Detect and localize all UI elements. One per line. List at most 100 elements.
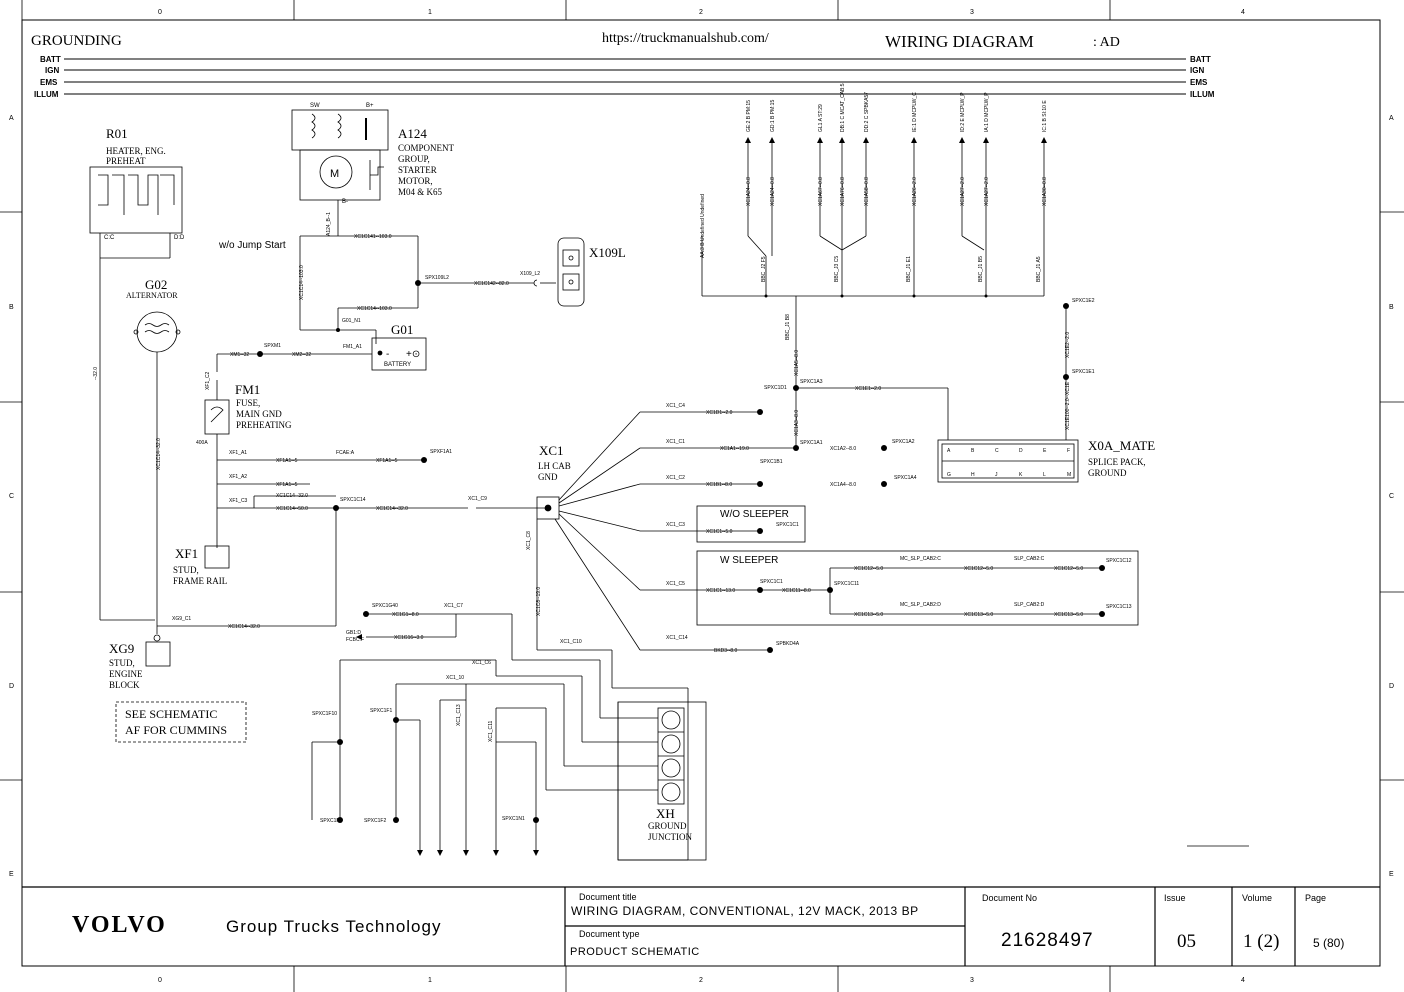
wire-xc1a5: XC1A5--8.0 — [794, 350, 800, 376]
top-signal-arrows: GE:2 B PM:15 GD:1 B PM:15 GL1 A ST:29 DB… — [700, 83, 1048, 298]
grid-col-1-bottom: 1 — [428, 977, 432, 984]
wire-xc1c5: XC1_C5 — [666, 581, 685, 587]
a124-bminus: B- — [342, 199, 348, 205]
x0a-pin-g: G — [947, 472, 951, 478]
xg9-stud[interactable] — [145, 634, 171, 667]
splice-spxc1n1: SPXC1N1 — [502, 816, 525, 822]
wire-xc1c14b: XC1C14--50.0 — [276, 506, 308, 512]
grid-row-b: B — [9, 304, 14, 311]
wire-xc1c13b: XC1C13--5.0 — [964, 612, 993, 618]
top-wire-5: XC1A26--2.0 — [912, 177, 918, 206]
top-splice-1: BBC_J3 C5 — [834, 256, 840, 282]
issue-value: 05 — [1177, 931, 1196, 952]
top-wire-7: XC1A27--2.0 — [984, 177, 990, 206]
top-splice-4: BBC_J1 A5 — [1036, 256, 1042, 282]
x0a-pin-h: H — [971, 472, 975, 478]
xg9-desc-2: ENGINE — [109, 669, 143, 679]
top-signal-5: IE:1 D MCPLW_C — [912, 92, 918, 132]
top-signal-2: GL1 A ST:29 — [818, 104, 824, 132]
g01-id: G01 — [391, 322, 413, 337]
x0a-id: X0A_MATE — [1088, 438, 1155, 453]
xg9-id: XG9 — [109, 641, 134, 656]
xg9-desc-1: STUD, — [109, 658, 135, 668]
top-signal-7: IA:1 D MCPLW_P — [984, 92, 990, 132]
xc1-cab-ground[interactable] — [536, 496, 560, 520]
splice-spxc1e2: SPXC1E2 — [1072, 298, 1095, 304]
wire-bkd3: BKD3--8.0 — [714, 648, 738, 654]
splice-spxm1: SPXM1 — [264, 343, 281, 349]
volume-value: 1 (2) — [1243, 931, 1280, 952]
rail-ems-label-right: EMS — [1190, 78, 1208, 87]
wire-xc1a1: XC1A1--19.0 — [720, 446, 749, 452]
grid-col-4-bottom: 4 — [1241, 977, 1245, 984]
splice-spxc1a2: SPXC1A2 — [892, 439, 915, 445]
wire-xf1c2: XF1_C2 — [205, 371, 211, 390]
r01-heater[interactable] — [89, 166, 183, 259]
xf1-desc-2: FRAME RAIL — [173, 576, 227, 586]
battery-plus: +⊙ — [406, 349, 420, 360]
grid-col-1: 1 — [428, 9, 432, 16]
splice-spxc1d1: SPXC1D1 — [764, 385, 787, 391]
jump-start-note: w/o Jump Start — [218, 240, 286, 251]
g02-alternator[interactable] — [133, 311, 181, 634]
x0a-mate-splice-pack[interactable] — [937, 439, 1079, 483]
wire-xc1c7: XC1_C7 — [444, 603, 463, 609]
wire-xc1c4: XC1_C4 — [666, 403, 685, 409]
xc1-id: XC1 — [539, 443, 564, 458]
grid-row-c-right: C — [1389, 493, 1394, 500]
grid-row-e-right: E — [1389, 871, 1394, 878]
a124-starter-motor[interactable] — [291, 109, 389, 218]
g02-id: G02 — [145, 277, 167, 292]
wire-xc1c14d: XC1C14--32.0 — [228, 624, 260, 630]
rail-ems-label: EMS — [40, 78, 58, 87]
wire-xc1a3: XC1A3--8.0 — [794, 410, 800, 436]
doc-type-label: Document type — [579, 929, 640, 939]
wire-xc1e100: XC1E100--2.0--XC1E — [1065, 381, 1071, 430]
x0a-pin-b: B — [971, 448, 975, 454]
xh-ground-junction[interactable] — [657, 707, 685, 805]
splice-spxc1a4: SPXC1A4 — [894, 475, 917, 481]
g01-n1-label: G01_N1 — [342, 318, 361, 324]
wo-sleeper-box — [696, 505, 806, 543]
fm1-fuse[interactable] — [204, 354, 230, 548]
xc1-fan-wires — [536, 411, 796, 861]
a124-desc-4: MOTOR, — [398, 176, 433, 186]
rail-illum-label: ILLUM — [34, 90, 59, 99]
xf1-stud[interactable] — [204, 545, 230, 569]
x109l-connector[interactable] — [557, 237, 585, 307]
xc1a-feed — [795, 296, 949, 448]
wire-xc1c3: XC1_C3 — [666, 522, 685, 528]
splice-spbkd4a: SPBKD4A — [776, 641, 800, 647]
a124-desc-1: COMPONENT — [398, 143, 455, 153]
x0a-pin-a: A — [947, 448, 951, 454]
grid-col-2: 2 — [699, 9, 703, 16]
source-url[interactable]: https://truckmanualshub.com/ — [602, 31, 769, 46]
wire-fcbc: FCBC:F — [346, 637, 364, 643]
g02-wire-label: XC1C14--32.0 — [156, 438, 162, 470]
wire-xc1g1: XC1G1--8.0 — [392, 612, 419, 618]
rail-ign-label-right: IGN — [1190, 66, 1204, 75]
wire-xf1a1w3: XF1A1--5 — [276, 482, 298, 488]
wire-xc1c10: XC1_C10 — [560, 639, 582, 645]
wire-xc1c1: XC1_C1 — [666, 439, 685, 445]
xf1-desc-1: STUD, — [173, 565, 199, 575]
wire-xc1c11: XC1C11--8.0 — [782, 588, 811, 594]
wire-xf1a2: XF1_A2 — [229, 474, 247, 480]
wire-xc1c6: XC1_C6 — [472, 660, 491, 666]
issue-label: Issue — [1164, 893, 1186, 903]
splice-spxc1g40: SPXC1G40 — [372, 603, 398, 609]
fm1-rating: 400A — [196, 440, 208, 446]
connector-symbol — [533, 279, 538, 287]
top-wire-0: XC1A24--0.8 — [746, 177, 752, 206]
grid-row-b-right: B — [1389, 304, 1394, 311]
x0a-pin-k: K — [1019, 472, 1023, 478]
splice-spxc1f10: SPXC1F10 — [312, 711, 337, 717]
wire-xc1c13: XC1C13--5.0 — [854, 612, 883, 618]
wire-xc1b1: XC1B1--8.0 — [706, 482, 732, 488]
splice-spxc1c12: SPXC1C12 — [1106, 558, 1132, 564]
fm1-desc-2: MAIN GND — [236, 409, 282, 419]
wire-xf1c3: XF1_C3 — [229, 498, 248, 504]
rail-batt-label-right: BATT — [1190, 55, 1211, 64]
wire-mcslp2d: MC_SLP_CAB2:D — [900, 602, 941, 608]
